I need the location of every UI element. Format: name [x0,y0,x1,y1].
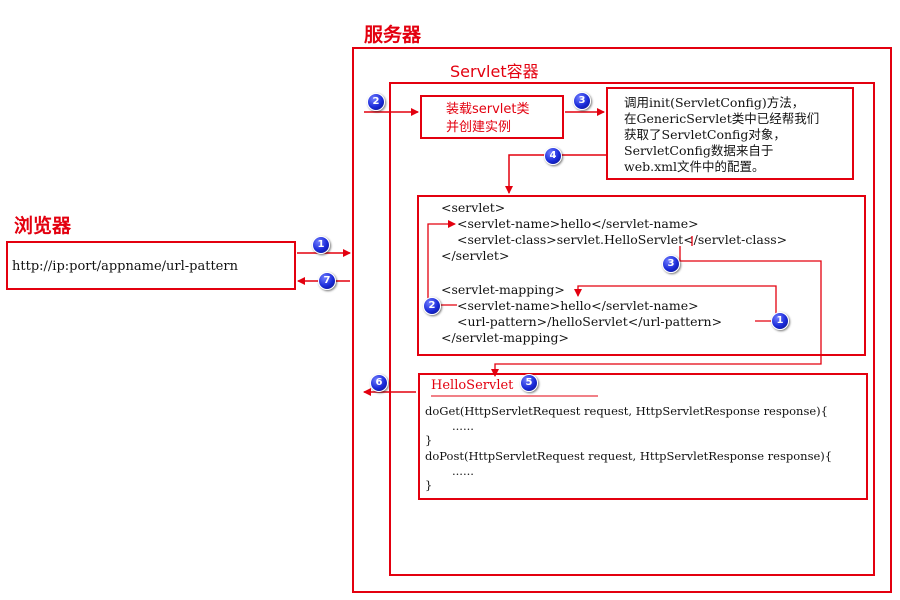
xml-mapping-name: <servlet-name>hello</servlet-name> [457,298,699,313]
container-title: Servlet容器 [450,62,539,81]
init-method-box [606,87,854,180]
init-line-5: web.xml文件中的配置。 [624,159,765,174]
dopost-body: ...... [452,464,474,478]
xml-mapping-close: </servlet-mapping> [441,330,570,345]
xml-servlet-close: </servlet> [441,248,510,263]
xml-url-pattern: <url-pattern>/helloServlet</url-pattern> [457,314,723,329]
server-title: 服务器 [364,24,422,46]
inner-badge-2: 2 [423,297,441,315]
step-badge-3: 3 [573,92,591,110]
inner-badge-1: 1 [771,312,789,330]
init-line-3: 获取了ServletConfig对象， [624,127,786,142]
step-badge-6: 6 [370,374,388,392]
doget-body: ...... [452,419,474,433]
inner-badge-3: 3 [662,255,680,273]
init-line-2: 在GenericServlet类中已经帮我们 [624,111,820,126]
browser-url: http://ip:port/appname/url-pattern [12,259,238,274]
init-description: 调用init(ServletConfig)方法， 在GenericServlet… [624,95,819,175]
browser-title: 浏览器 [14,215,72,237]
step-badge-2: 2 [367,93,385,111]
dopost-close: } [425,478,433,492]
xml-servlet-open: <servlet> [441,200,506,215]
dopost-signature: doPost(HttpServletRequest request, HttpS… [425,449,833,463]
init-line-4: ServletConfig数据来自于 [624,143,774,158]
server-box [352,47,892,593]
xml-mapping-open: <servlet-mapping> [441,282,565,297]
step-badge-7: 7 [318,272,336,290]
doget-close: } [425,433,433,447]
doget-signature: doGet(HttpServletRequest request, HttpSe… [425,404,828,418]
xml-servlet-name: <servlet-name>hello</servlet-name> [457,216,699,231]
servlet-class-name: HelloServlet [431,378,514,393]
load-class-line-1: 装载servlet类 [446,102,530,117]
init-line-1: 调用init(ServletConfig)方法， [624,95,805,110]
step-badge-4: 4 [544,147,562,165]
step-badge-5: 5 [520,374,538,392]
browser-box [6,241,296,290]
servlet-container-box [389,82,875,576]
load-class-box [420,95,564,139]
load-class-line-2: 并创建实例 [446,120,512,135]
step-badge-1: 1 [312,236,330,254]
xml-servlet-class: <servlet-class>servlet.HelloServlet</ser… [457,232,788,247]
